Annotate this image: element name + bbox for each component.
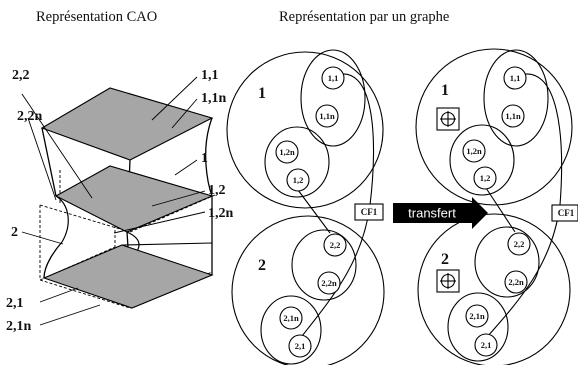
cad-header: Représentation CAO [36,9,158,25]
cad-label-2-1n: 2,1n [6,319,32,334]
face-group-1-1 [300,49,366,147]
cad-drawing: 2,2 2,2n 1,1 1,1n 1 1,2 1,2n 2 2,1 2,1n [6,68,234,334]
cad-label-1: 1 [201,151,208,166]
node-2-1n [279,306,303,330]
part-1-circle [226,51,384,209]
part-2-circle-right [417,213,571,365]
cf1-label: CF1 [361,207,378,217]
face-group-2-1-right [447,292,509,362]
graph-header: Représentation par un graphe [279,9,450,25]
face-1-2 [54,165,214,233]
leader-lines [21,76,206,326]
node-1-2n [275,140,299,164]
face-2-1 [42,244,214,309]
node-1-2-label-right: 1,2 [480,173,491,183]
cad-label-2-2n: 2,2n [17,109,43,124]
part-1-label-right: 1 [441,82,449,99]
part-2-circle [231,215,385,365]
transfer-arrow: transfert [393,197,488,229]
node-2-2n [317,271,341,295]
cad-label-2-1: 2,1 [6,296,24,311]
part-1-circle-right [415,48,573,206]
node-2-1-label-right: 2,1 [481,340,492,350]
target-crosshair-icon [436,269,460,293]
node-2-1n-right [465,304,489,328]
part-2-label: 2 [258,257,266,274]
node-2-2-label-right: 2,2 [514,239,525,249]
graph-right: CF1 1,1 1,1n 1,2n 1,2 [415,48,578,365]
node-1-2-label: 1,2 [293,175,304,185]
node-1-1 [321,66,345,90]
node-2-2n-label-right: 2,2n [508,277,524,287]
node-1-2n-label-right: 1,2n [466,146,482,156]
cad-label-1-2: 1,2 [208,183,226,198]
face-group-2-2-right [474,226,540,298]
cad-label-2-2: 2,2 [12,68,30,83]
face-group-1-2-right [449,124,515,196]
face-group-2-2 [291,229,357,301]
node-1-1n-label-right: 1,1n [505,111,521,121]
part-1-label: 1 [258,85,266,102]
node-2-2n-label: 2,2n [321,278,337,288]
node-1-1n-label: 1,1n [319,111,335,121]
cad-label-1-1: 1,1 [201,68,219,83]
node-1-1-label: 1,1 [328,73,339,83]
part-2-label-right: 2 [441,251,449,268]
node-1-2n-label: 1,2n [279,147,295,157]
cad-label-1-1n: 1,1n [201,91,227,106]
node-2-2-label: 2,2 [330,240,341,250]
node-2-2-right [507,232,531,256]
lower-block [42,196,214,309]
node-2-2 [323,233,347,257]
node-1-1-label-right: 1,1 [510,73,521,83]
node-2-1 [288,334,312,358]
node-1-1-right [503,66,527,90]
node-2-1n-label: 2,1n [283,313,299,323]
node-1-2n-right [462,139,486,163]
node-2-1n-label-right: 2,1n [469,311,485,321]
cf1-label-right: CF1 [558,208,575,218]
node-1-1n-right [501,104,525,128]
face-group-2-1 [260,295,322,365]
contact-edge [297,189,331,234]
node-2-1-label: 2,1 [295,341,306,351]
node-2-1-right [474,333,498,357]
face-group-1-2 [264,126,330,198]
face-group-1-1-right [483,49,549,147]
cad-label-1-2n: 1,2n [208,206,234,221]
transfer-label: transfert [408,206,456,221]
node-1-1n [315,104,339,128]
node-1-2 [286,168,310,192]
cf1-box [354,203,384,221]
node-2-2n-right [504,270,528,294]
cf1-box-right [551,204,578,222]
face-1-1 [40,87,214,161]
target-crosshair-icon [436,107,460,131]
contact-edge-right [485,187,516,233]
graph-left: CF1 1,1 1,1n 1,2n 1,2 2,2 2,2n 2,1n 2,1 … [226,49,385,365]
cad-label-2: 2 [11,225,18,240]
node-1-2-right [473,166,497,190]
